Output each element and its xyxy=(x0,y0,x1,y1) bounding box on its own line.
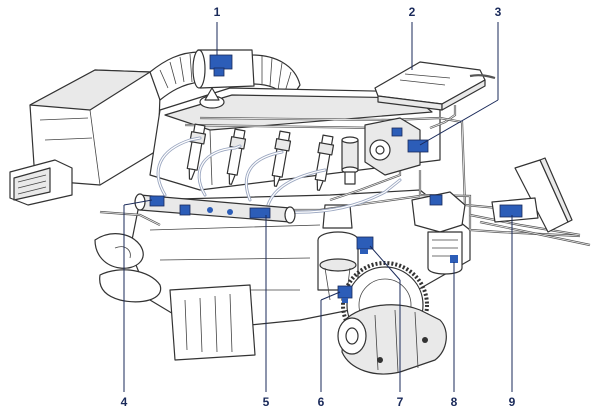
callout-leaders xyxy=(123,22,513,392)
callout-5: 5 xyxy=(263,395,270,409)
callout-1: 1 xyxy=(214,5,221,19)
fuel-return-lines xyxy=(99,116,591,247)
air-intake-duct xyxy=(9,159,73,206)
accelerator-pedal xyxy=(491,157,573,233)
exhaust-manifold xyxy=(94,233,162,303)
crankshaft-sensor xyxy=(337,285,353,303)
injector-pressure-lines xyxy=(156,136,402,214)
high-pressure-pump xyxy=(364,117,429,176)
callout-8: 8 xyxy=(451,395,458,409)
cylinder-cutaway xyxy=(317,204,359,301)
callout-2: 2 xyxy=(409,5,416,19)
fuel-filter xyxy=(411,191,466,275)
callout-7: 7 xyxy=(397,395,404,409)
callout-3: 3 xyxy=(495,5,502,19)
callout-4: 4 xyxy=(121,395,128,409)
pressure-regulator xyxy=(341,136,359,185)
mass-air-flow-sensor xyxy=(192,49,255,89)
starter-motor xyxy=(337,304,447,375)
engine-control-unit xyxy=(374,61,496,111)
common-rail xyxy=(134,193,296,224)
oil-filler-cap xyxy=(199,87,225,109)
camshaft-sensor xyxy=(356,236,374,254)
callout-9: 9 xyxy=(509,395,516,409)
callout-6: 6 xyxy=(318,395,325,409)
